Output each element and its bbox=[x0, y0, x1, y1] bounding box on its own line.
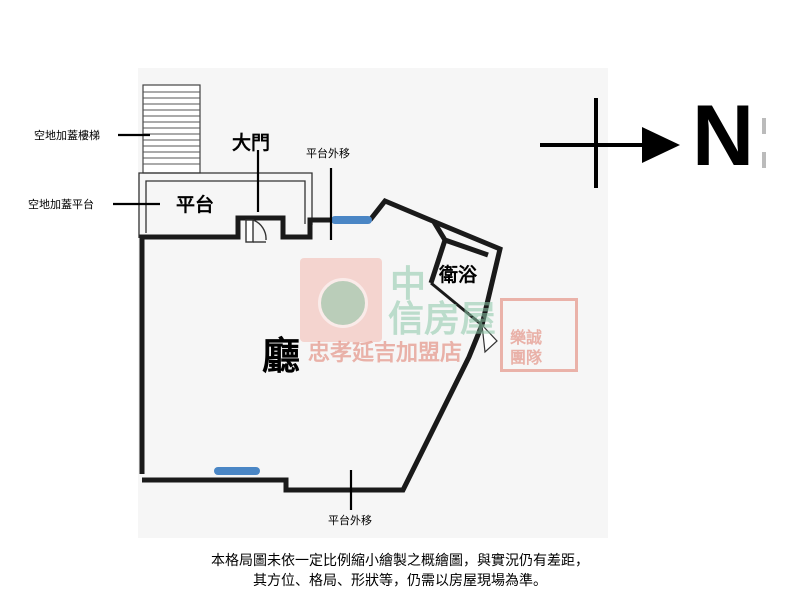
disclaimer-line2: 其方位、格局、形狀等，仍需以房屋現場為準。 bbox=[253, 573, 547, 589]
watermark-line3: 忠孝延吉加盟店 bbox=[308, 341, 463, 366]
disclaimer-line1: 本格局圖未依一定比例縮小繪製之概繪圖，與實況仍有差距， bbox=[211, 553, 589, 569]
platform-outline bbox=[138, 172, 313, 238]
stairs bbox=[142, 84, 201, 174]
watermark-logo-icon bbox=[318, 278, 368, 328]
leader-lines bbox=[113, 133, 353, 510]
compass-north-letter: N bbox=[692, 88, 755, 184]
label-platform-addition: 空地加蓋平台 bbox=[28, 198, 94, 211]
watermark-line2: 信房屋 bbox=[388, 299, 497, 340]
bathroom-door bbox=[481, 323, 498, 354]
label-platform-shift-top: 平台外移 bbox=[306, 147, 350, 160]
label-platform-shift-bottom: 平台外移 bbox=[328, 514, 372, 527]
label-platform: 平台 bbox=[176, 194, 215, 216]
label-main-door: 大門 bbox=[232, 132, 271, 154]
walls bbox=[139, 197, 503, 493]
edge-mark-1 bbox=[762, 118, 766, 134]
edge-mark-2 bbox=[762, 152, 766, 168]
watermark-badge-top: 樂誠 bbox=[510, 328, 543, 347]
watermark-line1: 中 bbox=[390, 264, 427, 305]
label-bathroom: 衛浴 bbox=[439, 264, 478, 286]
north-arrow-icon bbox=[540, 98, 680, 188]
label-living-room: 廳 bbox=[262, 334, 301, 378]
watermark-badge-bottom: 團隊 bbox=[510, 348, 543, 367]
watermark-badge bbox=[500, 298, 578, 372]
label-stairs: 空地加蓋樓梯 bbox=[34, 129, 100, 142]
main-door bbox=[245, 219, 267, 243]
